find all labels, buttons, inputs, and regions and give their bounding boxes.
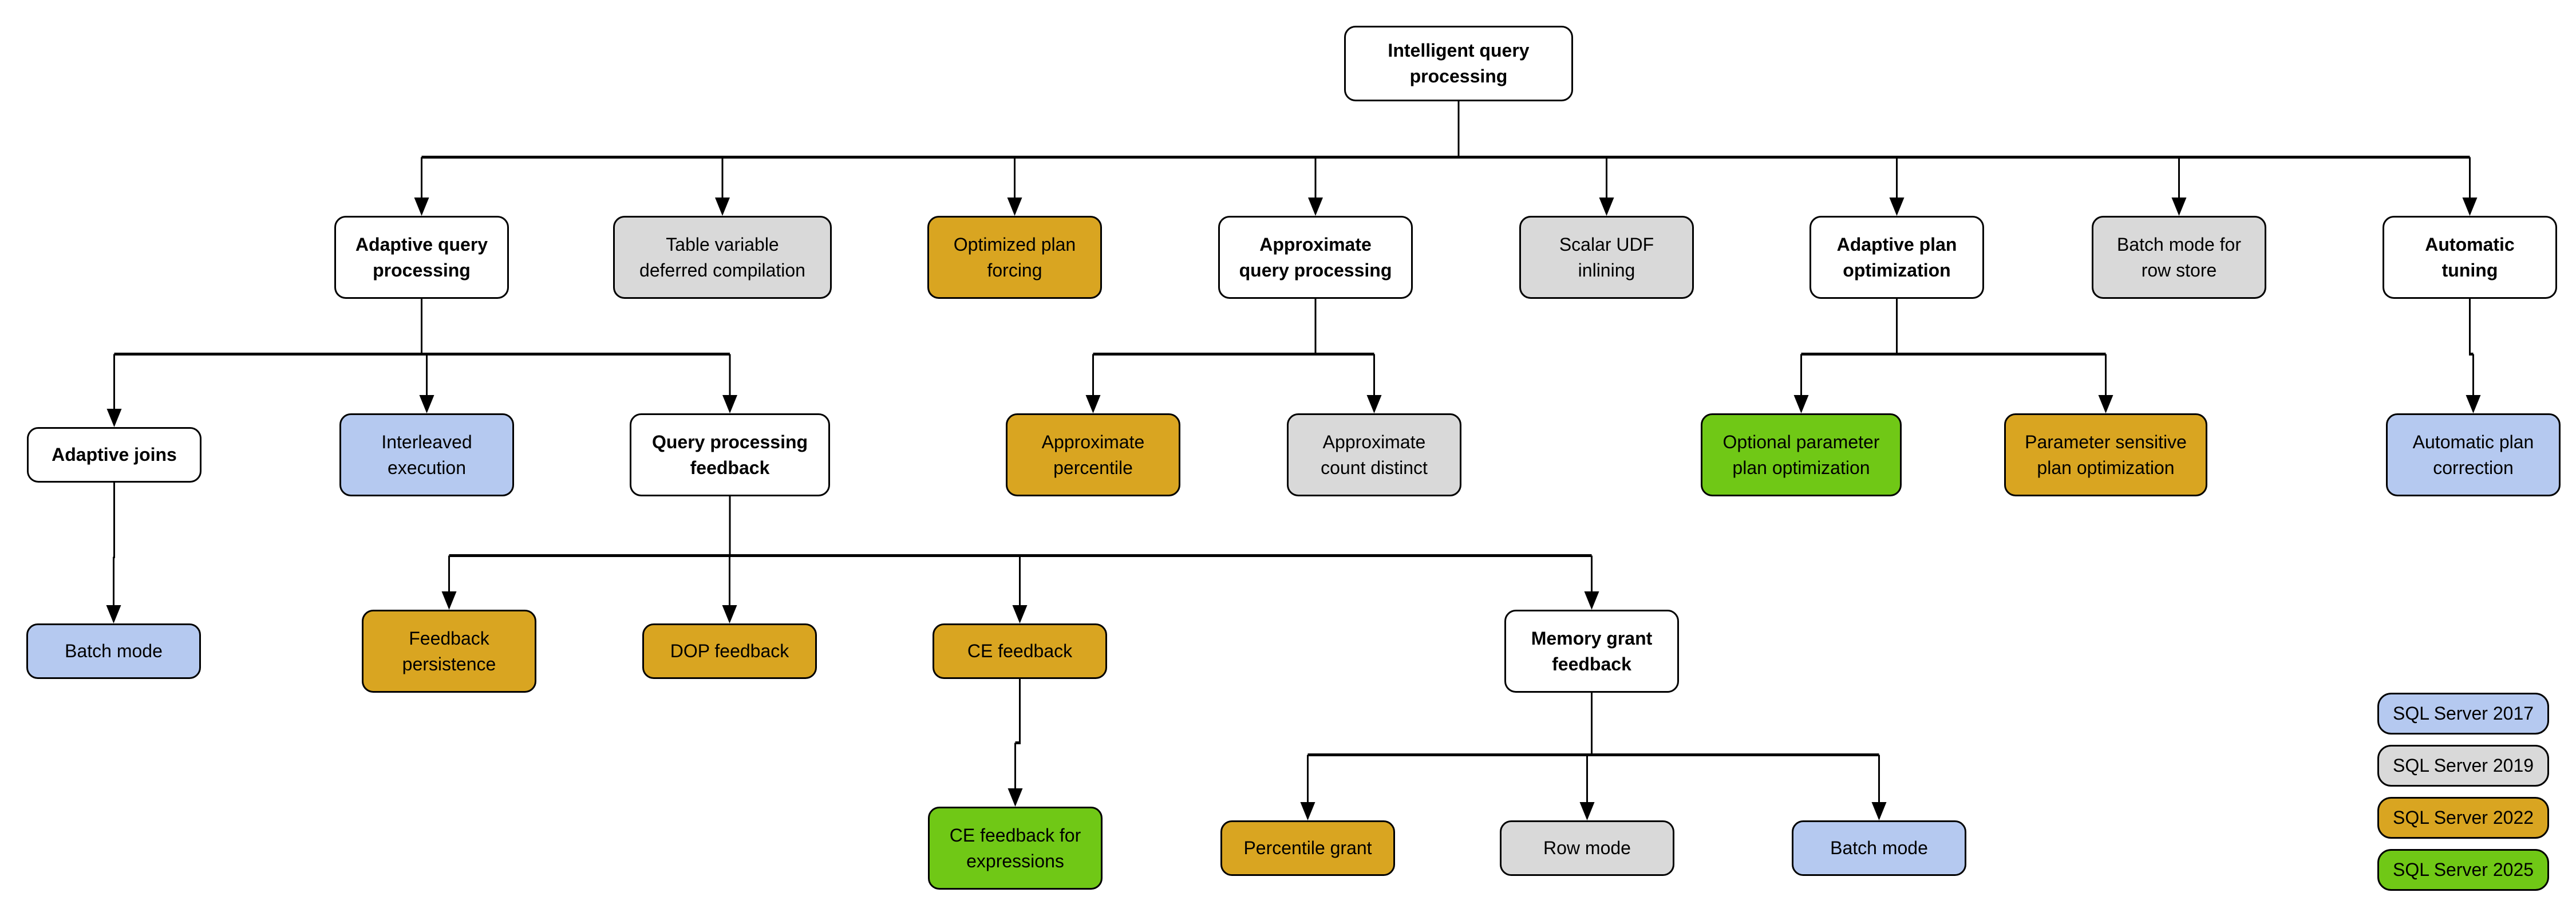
legend-label: SQL Server 2025 xyxy=(2392,859,2534,880)
arrowhead-icon xyxy=(441,591,457,610)
arrowhead-icon xyxy=(1300,802,1315,820)
node-label: Table variable deferred compilation xyxy=(639,234,805,281)
legend-item-2019: SQL Server 2019 xyxy=(2377,745,2549,787)
node-dopf: DOP feedback xyxy=(642,623,817,679)
legend-label: SQL Server 2019 xyxy=(2392,755,2534,776)
node-label: Intelligent query processing xyxy=(1388,40,1530,86)
arrowhead-icon xyxy=(1085,395,1101,413)
node-aqp: Adaptive query processing xyxy=(334,216,509,299)
node-label: DOP feedback xyxy=(670,641,789,661)
legend-item-2025: SQL Server 2025 xyxy=(2377,849,2549,891)
arrowhead-icon xyxy=(106,409,122,427)
node-label: CE feedback for expressions xyxy=(949,824,1081,871)
arrowhead-icon xyxy=(2098,395,2113,413)
node-at: Automatic tuning xyxy=(2383,216,2557,299)
node-label: Approximate count distinct xyxy=(1321,431,1428,478)
node-label: Adaptive query processing xyxy=(355,234,488,281)
node-label: Optimized plan forcing xyxy=(953,234,1076,281)
node-iqp: Intelligent query processing xyxy=(1344,26,1573,101)
node-apo: Adaptive plan optimization xyxy=(1809,216,1984,299)
node-label: CE feedback xyxy=(967,641,1073,661)
arrowhead-icon xyxy=(1599,198,1614,216)
node-bmrs: Batch mode for row store xyxy=(2092,216,2266,299)
arrowhead-icon xyxy=(1579,802,1595,820)
node-sui: Scalar UDF inlining xyxy=(1519,216,1694,299)
node-ie: Interleaved execution xyxy=(339,413,514,496)
arrowhead-icon xyxy=(1366,395,1382,413)
node-aj: Adaptive joins xyxy=(27,427,202,483)
legend-label: SQL Server 2022 xyxy=(2392,807,2534,828)
node-opf: Optimized plan forcing xyxy=(927,216,1102,299)
node-pg: Percentile grant xyxy=(1220,820,1395,876)
node-oppo: Optional parameter plan optimization xyxy=(1701,413,1902,496)
node-label: Scalar UDF inlining xyxy=(1559,234,1654,281)
arrowhead-icon xyxy=(722,605,737,623)
node-label: Automatic tuning xyxy=(2425,234,2515,281)
node-cef: CE feedback xyxy=(933,623,1107,679)
node-label: Batch mode xyxy=(65,641,163,661)
arrowhead-icon xyxy=(715,198,730,216)
legend-label: SQL Server 2017 xyxy=(2392,703,2534,724)
node-acd: Approximate count distinct xyxy=(1287,413,1461,496)
arrowhead-icon xyxy=(1889,198,1905,216)
arrowhead-icon xyxy=(2171,198,2187,216)
node-qpf: Query processing feedback xyxy=(630,413,830,496)
node-ap: Approximate percentile xyxy=(1006,413,1180,496)
arrowhead-icon xyxy=(1012,605,1028,623)
node-label: Adaptive joins xyxy=(52,444,177,465)
node-label: Approximate percentile xyxy=(1041,431,1145,478)
node-fp: Feedback persistence xyxy=(362,610,536,693)
arrowhead-icon xyxy=(1308,198,1323,216)
node-label: Optional parameter plan optimization xyxy=(1722,431,1880,478)
arrowhead-icon xyxy=(1008,788,1023,807)
node-label: Parameter sensitive plan optimization xyxy=(2025,431,2187,478)
arrowhead-icon xyxy=(106,605,121,623)
legend-item-2022: SQL Server 2022 xyxy=(2377,797,2549,839)
arrowhead-icon xyxy=(1584,591,1599,610)
arrowhead-icon xyxy=(1007,198,1022,216)
node-label: Feedback persistence xyxy=(402,627,496,674)
arrowhead-icon xyxy=(1871,802,1887,820)
node-pspo: Parameter sensitive plan optimization xyxy=(2004,413,2207,496)
node-label: Adaptive plan optimization xyxy=(1836,234,1957,281)
node-tvdc: Table variable deferred compilation xyxy=(613,216,832,299)
node-label: Batch mode for row store xyxy=(2117,234,2241,281)
node-label: Query processing feedback xyxy=(651,431,808,478)
node-label: Batch mode xyxy=(1830,838,1928,858)
node-label: Memory grant feedback xyxy=(1531,627,1653,674)
node-label: Approximate query processing xyxy=(1239,234,1392,281)
arrowhead-icon xyxy=(2466,395,2481,413)
node-mgf: Memory grant feedback xyxy=(1504,610,1679,693)
node-bm1: Batch mode xyxy=(26,623,201,679)
node-rm: Row mode xyxy=(1500,820,1674,876)
node-bm2: Batch mode xyxy=(1792,820,1966,876)
arrowhead-icon xyxy=(1793,395,1809,413)
node-label: Percentile grant xyxy=(1243,838,1372,858)
node-label: Interleaved execution xyxy=(381,431,472,478)
node-label: Automatic plan correction xyxy=(2412,431,2534,478)
node-cefe: CE feedback for expressions xyxy=(928,807,1103,890)
node-label: Row mode xyxy=(1543,838,1631,858)
arrowhead-icon xyxy=(419,395,434,413)
legend-item-2017: SQL Server 2017 xyxy=(2377,693,2549,735)
arrowhead-icon xyxy=(2462,198,2478,216)
arrowhead-icon xyxy=(722,395,737,413)
node-apc: Automatic plan correction xyxy=(2386,413,2561,496)
node-aqpr: Approximate query processing xyxy=(1218,216,1413,299)
arrowhead-icon xyxy=(414,198,429,216)
